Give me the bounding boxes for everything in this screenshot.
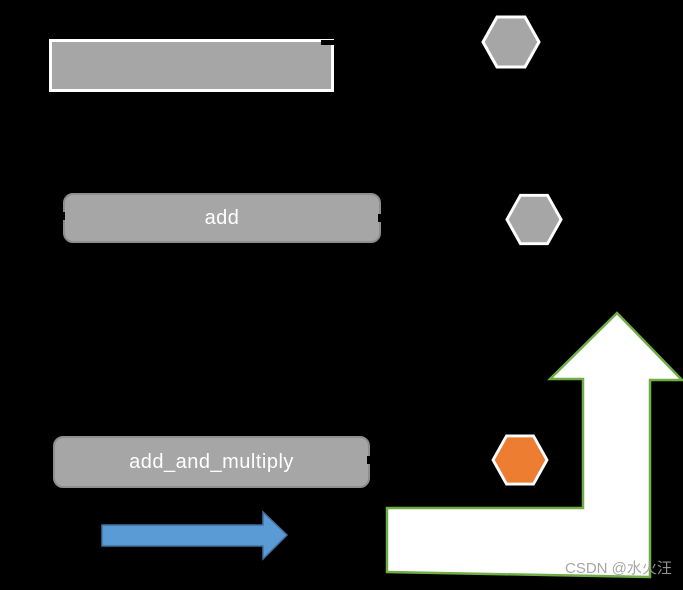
right-arrow-icon xyxy=(101,510,289,561)
connector-notch-right-2 xyxy=(367,456,370,464)
hexagon-shape xyxy=(481,15,541,69)
hexagon-shape xyxy=(505,193,563,246)
add-and-multiply-node-label: add_and_multiply xyxy=(129,450,294,473)
connector-notch-right xyxy=(378,214,381,222)
right-arrow-shape xyxy=(101,510,289,561)
bent-up-arrow-icon xyxy=(385,311,683,579)
hexagon-gray-middle-icon xyxy=(505,193,563,246)
bent-up-arrow-shape xyxy=(385,311,683,579)
hexagon-shape xyxy=(491,434,549,486)
add-and-multiply-node-button[interactable]: add_and_multiply xyxy=(53,436,370,488)
add-node-label: add xyxy=(204,206,240,229)
blank-node-box[interactable] xyxy=(49,39,334,92)
add-node-button[interactable]: add xyxy=(63,193,381,243)
hexagon-gray-top-icon xyxy=(481,15,541,69)
dash-mark xyxy=(321,40,334,45)
hexagon-orange-icon xyxy=(491,434,549,486)
watermark: CSDN @水火汪 xyxy=(565,560,672,577)
connector-notch-left xyxy=(62,212,65,220)
